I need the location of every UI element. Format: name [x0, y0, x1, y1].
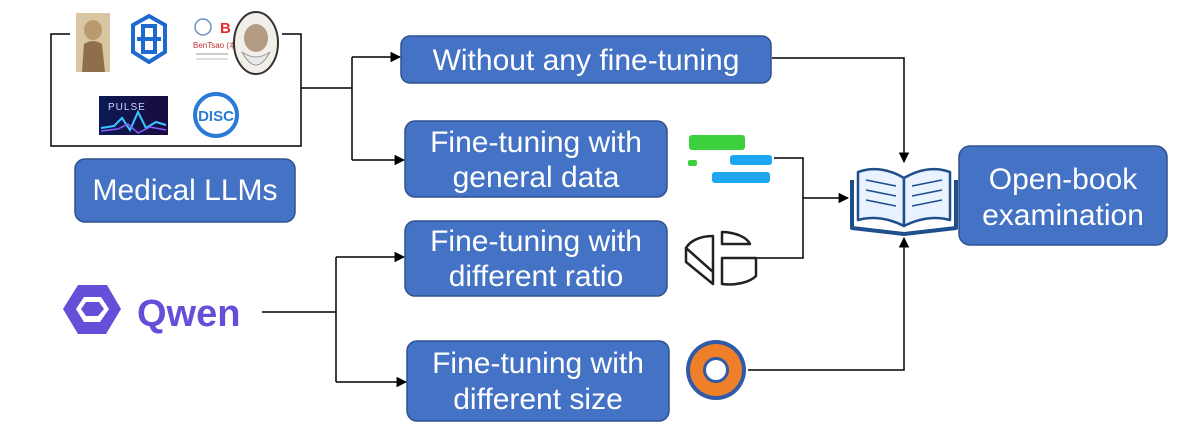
different-size-line1: Fine-tuning with [432, 347, 644, 380]
qwen-logo: Qwen [63, 285, 240, 335]
different-size-line2: different size [453, 383, 623, 416]
without-finetuning-label: Without any fine-tuning [433, 44, 740, 77]
bentsao-label: BenTsao (本草) [193, 40, 248, 50]
open-book-line1: Open-book [989, 163, 1138, 196]
box-different-size: Fine-tuning with different size [406, 340, 670, 422]
box-without-finetuning: Without any fine-tuning [400, 35, 772, 84]
box-open-book: Open-book examination [958, 145, 1168, 246]
box-medical-llms: Medical LLMs [74, 158, 296, 223]
arrow-without-to-book [772, 57, 910, 164]
box-different-ratio: Fine-tuning with different ratio [404, 220, 668, 297]
pie-chart-icon [684, 230, 758, 286]
general-data-line2: general data [453, 161, 620, 194]
sage-portrait-logo [76, 13, 110, 72]
chat-bubbles-icon [688, 135, 772, 183]
pulse-label: PULSE [108, 102, 146, 113]
qwen-mark-icon [63, 285, 121, 334]
different-ratio-line1: Fine-tuning with [430, 225, 642, 258]
connectors [50, 33, 910, 388]
qwen-wordmark: Qwen [137, 293, 240, 335]
svg-text:B: B [220, 20, 231, 37]
medical-llms-label: Medical LLMs [92, 174, 277, 207]
open-book-icon [850, 167, 958, 236]
line-chat-to-merge [756, 157, 804, 259]
open-book-line2: examination [982, 199, 1144, 232]
llm-bracket [50, 33, 302, 147]
pulse-logo: PULSE [99, 96, 168, 135]
ring-icon [686, 340, 746, 400]
arrow-size-to-book [748, 236, 910, 371]
disc-label: DISC [198, 108, 234, 125]
general-data-line1: Fine-tuning with [430, 126, 642, 159]
blue-emblem-logo [131, 13, 167, 65]
box-general-data: Fine-tuning with general data [404, 120, 668, 198]
bentsao-logo: B BenTsao (本草) [193, 18, 248, 60]
elder-portrait-logo [233, 11, 279, 75]
disc-logo: DISC [193, 92, 239, 138]
different-ratio-line2: different ratio [449, 260, 624, 293]
